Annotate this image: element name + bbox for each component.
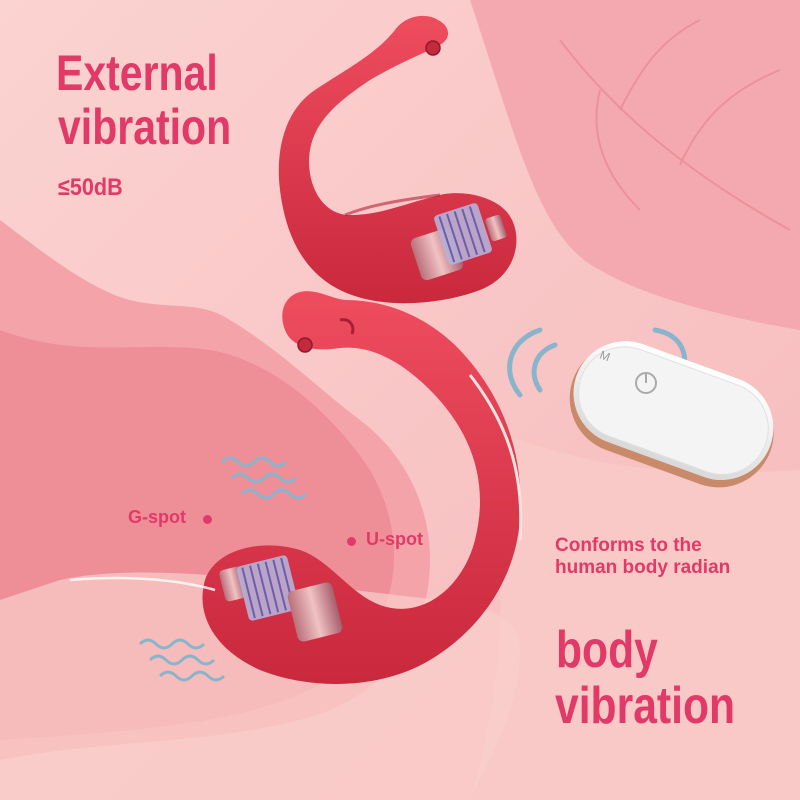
skin-curve-right xyxy=(470,420,800,800)
vibration-waves-lower xyxy=(138,638,226,682)
headline-body-line2: vibration xyxy=(555,677,736,735)
u-spot-marker xyxy=(347,537,356,546)
headline-body-line1: body xyxy=(556,621,658,679)
remote-mode-mark: M xyxy=(598,348,612,365)
motor-top xyxy=(410,203,507,281)
conform-caption-line1: Conforms to the xyxy=(555,535,702,556)
g-spot-label: G-spot xyxy=(128,507,186,527)
g-spot-marker xyxy=(203,515,212,524)
device-bottom xyxy=(202,291,521,684)
device-top xyxy=(278,15,517,304)
contour-line-left xyxy=(69,576,216,592)
headline-external-line2: vibration xyxy=(58,99,232,155)
petal-top-right xyxy=(470,0,800,330)
vibration-waves-upper xyxy=(220,456,308,500)
headline-external-line1: External xyxy=(56,45,218,101)
conform-caption-line2: human body radian xyxy=(555,556,731,578)
contour-arc xyxy=(468,374,523,541)
petal-veins xyxy=(559,19,791,231)
motor-bottom xyxy=(219,555,343,642)
conform-caption: Conforms to the human body radian xyxy=(555,535,730,579)
remote-control: M xyxy=(507,327,774,488)
u-spot-label: U-spot xyxy=(366,529,423,549)
noise-level: ≤50dB xyxy=(58,174,123,201)
